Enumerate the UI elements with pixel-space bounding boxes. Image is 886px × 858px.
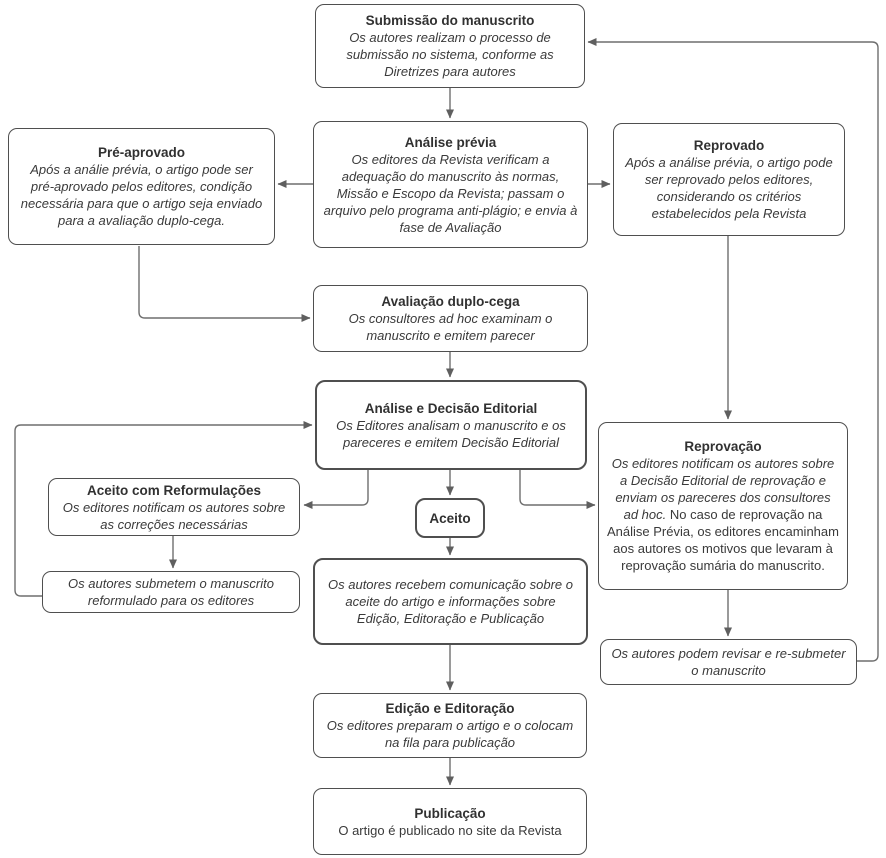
node-avaliacao-duplo-cega: Avaliação duplo-cega Os consultores ad h… bbox=[313, 285, 588, 352]
node-body: Os autores recebem comunicação sobre o a… bbox=[328, 577, 573, 626]
arrow-analise-decisao-to-aceito-reformulacoes bbox=[303, 470, 369, 509]
node-body: Os autores realizam o processo de submis… bbox=[346, 30, 554, 79]
arrow-podem-revisar-to-submissao bbox=[587, 38, 879, 662]
node-title: Aceito bbox=[429, 510, 471, 526]
node-reprovacao: Reprovação Os editores notificam os auto… bbox=[598, 422, 848, 590]
node-body: Os autores submetem o manuscrito reformu… bbox=[68, 576, 274, 608]
node-aceito-com-reformulacoes: Aceito com Reformulações Os editores not… bbox=[48, 478, 300, 536]
node-body: Os editores da Revista verificam a adequ… bbox=[323, 151, 578, 235]
node-body: Os autores podem revisar e re-submeter o… bbox=[611, 646, 846, 678]
node-title: Publicação bbox=[414, 805, 486, 821]
node-edicao-e-editoracao: Edição e Editoração Os editores preparam… bbox=[313, 693, 587, 758]
node-title: Submissão do manuscrito bbox=[365, 13, 535, 28]
node-pre-aprovado: Pré-aprovado Após a análie prévia, o art… bbox=[8, 128, 275, 245]
node-title: Avaliação duplo-cega bbox=[381, 294, 520, 309]
node-title: Análise e Decisão Editorial bbox=[364, 400, 538, 416]
node-analise-previa: Análise prévia Os editores da Revista ve… bbox=[313, 121, 588, 248]
node-submetem-manuscrito-reformulado: Os autores submetem o manuscrito reformu… bbox=[42, 571, 300, 613]
node-title: Reprovação bbox=[684, 439, 762, 454]
arrow-pre-aprovado-to-avaliacao bbox=[138, 246, 311, 322]
node-recebem-comunicacao-aceite: Os autores recebem comunicação sobre o a… bbox=[313, 558, 588, 645]
node-title: Pré-aprovado bbox=[97, 145, 186, 160]
node-body: Após a análise prévia, o artigo pode ser… bbox=[625, 155, 833, 221]
node-aceito: Aceito bbox=[415, 498, 485, 538]
node-title: Edição e Editoração bbox=[385, 701, 515, 716]
node-body: O artigo é publicado no site da Revista bbox=[338, 822, 562, 838]
node-reprovado: Reprovado Após a análise prévia, o artig… bbox=[613, 123, 845, 236]
node-body-regular: No caso de reprovação na Análise Prévia,… bbox=[607, 507, 839, 573]
node-analise-e-decisao-editorial: Análise e Decisão Editorial Os Editores … bbox=[315, 380, 587, 470]
arrow-submetem-to-analise-decisao bbox=[14, 421, 313, 597]
node-body: Os editores notificam os autores sobre a… bbox=[62, 499, 286, 532]
node-title: Análise prévia bbox=[404, 134, 497, 150]
arrow-analise-decisao-to-reprovacao bbox=[519, 470, 596, 509]
node-publicacao: Publicação O artigo é publicado no site … bbox=[313, 788, 587, 855]
node-body: Os Editores analisam o manuscrito e os p… bbox=[336, 417, 566, 450]
node-body: Os editores notificam os autores sobre a… bbox=[607, 455, 839, 574]
node-body: Após a análie prévia, o artigo pode ser … bbox=[20, 162, 263, 228]
node-body: Os consultores ad hoc examinam o manuscr… bbox=[348, 311, 553, 343]
node-title: Reprovado bbox=[693, 138, 765, 153]
node-title: Aceito com Reformulações bbox=[86, 482, 262, 498]
node-submissao-do-manuscrito: Submissão do manuscrito Os autores reali… bbox=[315, 4, 585, 88]
node-body-italic: Os editores notificam os autores sobre a… bbox=[611, 456, 835, 522]
node-podem-revisar-resubmeter: Os autores podem revisar e re-submeter o… bbox=[600, 639, 857, 685]
node-body: Os editores preparam o artigo e o coloca… bbox=[326, 718, 574, 750]
